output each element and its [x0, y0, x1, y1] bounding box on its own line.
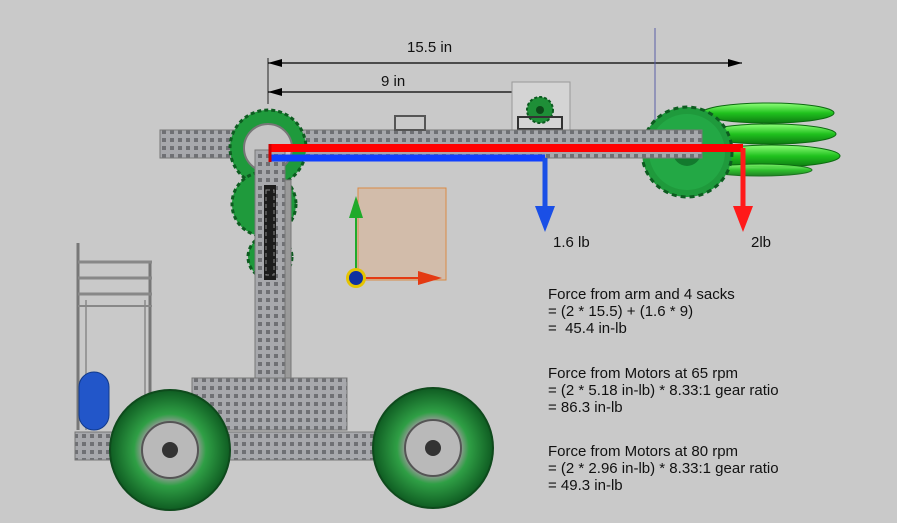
calc-65-heading: Force from Motors at 65 rpm — [548, 365, 739, 382]
force-arm-label: 1.6 lb — [553, 234, 590, 251]
dimension-overall: 15.5 in — [267, 39, 742, 104]
moment-arms — [268, 144, 743, 162]
force-arrow-arm: 1.6 lb — [535, 158, 590, 251]
calc-80-block: Force from Motors at 80 rpm = (2 * 2.96 … — [548, 443, 888, 494]
battery — [78, 371, 110, 431]
sacks — [701, 102, 841, 177]
arm-bracket — [394, 115, 426, 131]
force-arrow-sacks: 2lb — [733, 148, 771, 251]
arm-sprocket — [511, 81, 571, 135]
rear-frame — [76, 243, 152, 431]
calc-arm-line1: = (2 * 15.5) + (1.6 * 9) — [548, 303, 694, 320]
calc-arm-line2: = 45.4 in-lb — [548, 320, 627, 337]
chain — [264, 185, 276, 280]
tower-rail — [284, 179, 292, 401]
dimension-overall-label: 15.5 in — [407, 39, 452, 56]
calc-80-line2: = 49.3 in-lb — [548, 477, 623, 494]
calc-80-line1: = (2 * 2.96 in-lb) * 8.33:1 gear ratio — [548, 460, 779, 477]
wheel-front — [372, 387, 494, 509]
wheel-rear — [109, 389, 231, 511]
calc-arm-heading: Force from arm and 4 sacks — [548, 286, 735, 303]
calc-65-block: Force from Motors at 65 rpm = (2 * 5.18 … — [548, 365, 888, 416]
calc-65-line1: = (2 * 5.18 in-lb) * 8.33:1 gear ratio — [548, 382, 779, 399]
calc-65-line2: = 86.3 in-lb — [548, 399, 623, 416]
calc-arm-block: Force from arm and 4 sacks = (2 * 15.5) … — [548, 286, 888, 337]
dimension-arm-label: 9 in — [381, 73, 405, 90]
calc-80-heading: Force from Motors at 80 rpm — [548, 443, 739, 460]
center-of-mass-indicator — [346, 187, 447, 288]
force-sacks-label: 2lb — [751, 234, 771, 251]
dimension-arm: 9 in — [268, 73, 541, 96]
